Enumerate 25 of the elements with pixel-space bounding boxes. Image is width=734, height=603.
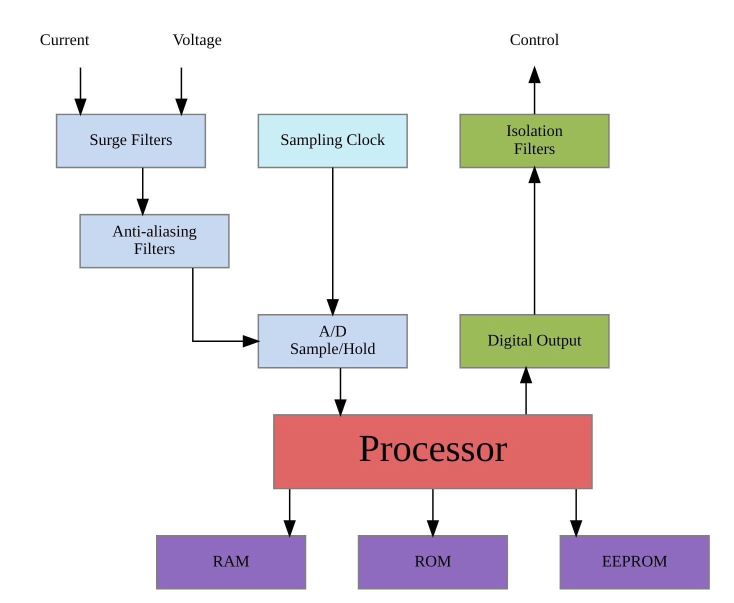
- node-box: A/D Sample/Hold: [258, 314, 408, 369]
- node-box: Anti-aliasing Filters: [79, 214, 230, 268]
- node-text: Current: [40, 30, 90, 49]
- arrow: [520, 366, 532, 414]
- arrow: [426, 489, 440, 538]
- node-box: Surge Filters: [56, 114, 206, 168]
- arrow: [570, 489, 582, 538]
- arrow: [192, 268, 260, 348]
- node-box: Isolation Filters: [459, 114, 610, 168]
- arrow: [326, 168, 339, 317]
- arrow: [136, 168, 149, 216]
- node-box: Digital Output: [459, 314, 610, 369]
- arrow: [175, 68, 188, 116]
- node-text: Voltage: [172, 30, 222, 49]
- arrow: [528, 165, 541, 315]
- node-box: Processor: [273, 414, 593, 490]
- node-box: Sampling Clock: [258, 114, 408, 168]
- arrow: [334, 368, 347, 418]
- arrow: [283, 489, 296, 538]
- node-box: RAM: [156, 534, 306, 590]
- arrow: [74, 68, 87, 116]
- arrow: [528, 65, 541, 114]
- node-box: ROM: [358, 534, 508, 590]
- node-text: Control: [510, 30, 560, 49]
- node-box: EEPROM: [560, 534, 710, 590]
